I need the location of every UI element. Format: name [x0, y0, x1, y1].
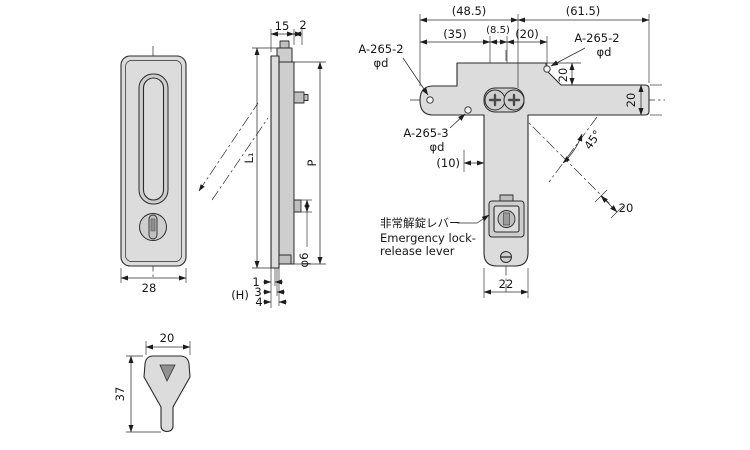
- mount-hole-right: [543, 65, 551, 73]
- front-view: 28: [120, 46, 187, 295]
- lever-swing-line: [518, 112, 611, 205]
- callout-right-phi: φd: [597, 45, 612, 59]
- dim-20-top: (20): [515, 27, 539, 41]
- dim-l1: L₁: [242, 152, 256, 163]
- side-foot: [278, 254, 292, 265]
- top-view: (48.5) (61.5) (35) (8.5) (20) A-265-2 φd…: [358, 4, 665, 298]
- side-body: [278, 61, 295, 265]
- callout-right-part: A-265-2: [574, 31, 619, 45]
- projection-lines: [198, 102, 269, 201]
- dim-body-22: 22: [499, 277, 514, 291]
- side-screw: [293, 91, 305, 104]
- dim-4: 4: [255, 295, 262, 309]
- side-screw-tip: [303, 94, 309, 101]
- dim-10: (10): [436, 156, 460, 170]
- dim-35: (35): [443, 27, 467, 41]
- dim-45-deg: 45°: [581, 127, 604, 152]
- lever-label-en1: Emergency lock-: [380, 231, 476, 245]
- callout-left-phi: φd: [374, 56, 389, 70]
- lever-label-en2: release lever: [380, 244, 455, 258]
- dim-end-20: 20: [624, 93, 638, 108]
- dim-key-height: 37: [113, 387, 127, 402]
- key-body: [143, 355, 191, 433]
- callout-center-part: A-265-3: [403, 126, 448, 140]
- dim-48-5: (48.5): [452, 4, 487, 18]
- dim-1: 1: [252, 275, 259, 289]
- dim-lever-20: 20: [619, 201, 634, 215]
- projection-line-1: [198, 102, 259, 192]
- mount-hole-center: [464, 106, 472, 114]
- handle-plate-inner-line: [125, 60, 182, 262]
- mounting-plate-body: [419, 62, 650, 267]
- lever-slot: [503, 212, 510, 226]
- key-view: 20 37: [113, 331, 191, 433]
- callout-left-part: A-265-2: [358, 42, 403, 56]
- dim-depth-15: 15: [275, 19, 290, 33]
- dim-61-5: (61.5): [566, 4, 601, 18]
- dim-8-5: (8.5): [486, 25, 510, 36]
- callout-center-phi: φd: [430, 140, 445, 154]
- handle-recess-inner: [142, 77, 165, 201]
- dim-front-width: 28: [142, 281, 157, 295]
- dim-phi6: φ6: [297, 253, 311, 268]
- key-slot-opening: [150, 218, 156, 232]
- side-face-plate: [270, 55, 280, 269]
- dim-offset-2: 2: [299, 18, 306, 32]
- dim-step-20: 20: [556, 68, 570, 83]
- side-pin: [293, 199, 302, 213]
- mount-hole-left: [426, 96, 434, 104]
- dim-3: 3: [254, 285, 261, 299]
- dim-p: P: [305, 159, 319, 166]
- side-view: 15 2 L₁ P φ6 1 3 4 (H): [231, 18, 326, 309]
- dim-key-width: 20: [160, 331, 175, 345]
- dim-h: (H): [231, 288, 249, 302]
- lever-label-jp: 非常解錠レバー: [380, 216, 461, 230]
- key-hole: [159, 364, 176, 382]
